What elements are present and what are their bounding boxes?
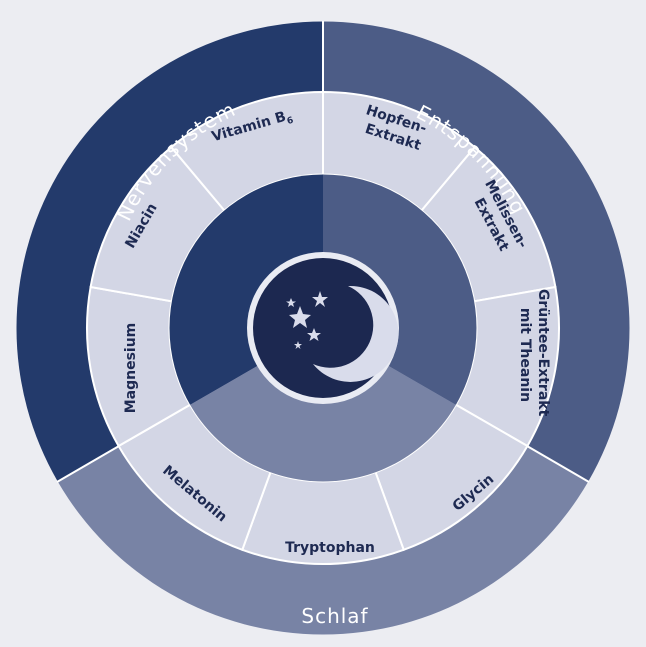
star-icon — [312, 291, 328, 307]
star-icon — [286, 298, 296, 307]
category-label-schlaf: Schlaf — [301, 604, 368, 628]
star-icon — [289, 306, 311, 328]
ingredient-label-tryptophan: Tryptophan — [285, 540, 375, 556]
star-icon — [294, 341, 302, 349]
moon-icon — [313, 285, 399, 382]
center-disc — [253, 258, 393, 398]
moon-and-stars-icon — [286, 285, 399, 382]
ingredient-label-gruentee-extrakt: Grüntee-Extrakt mit Theanin — [517, 289, 551, 421]
divider-line — [56, 445, 120, 483]
divider-line — [526, 445, 590, 483]
inner-sector-schlaf — [190, 328, 456, 482]
ingredient-ring — [86, 90, 560, 565]
star-icon — [307, 328, 321, 341]
ingredient-label-magnesium: Magnesium — [123, 323, 139, 414]
